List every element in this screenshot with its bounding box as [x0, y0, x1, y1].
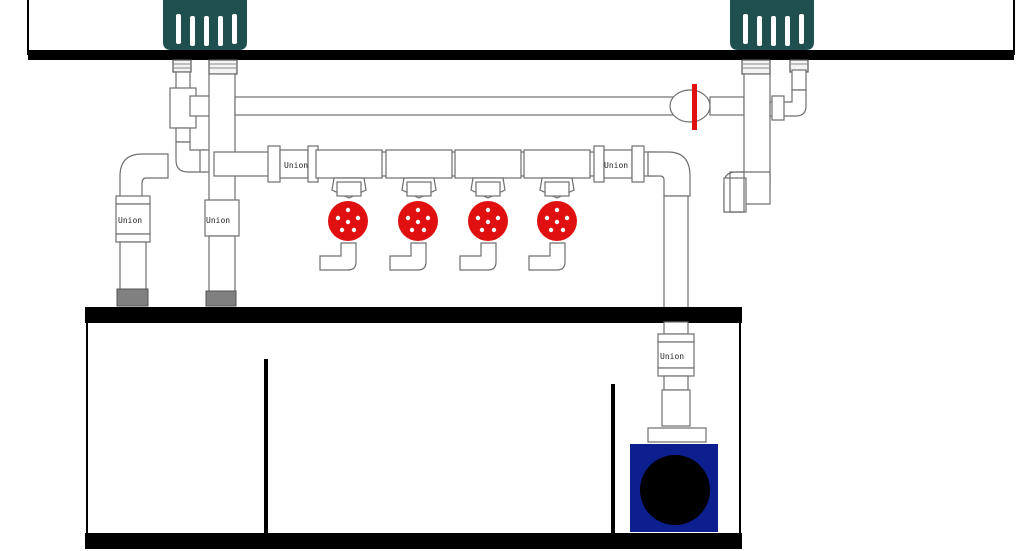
left-return-line — [115, 153, 169, 307]
ball-valves — [328, 201, 577, 241]
right-small-drain — [769, 69, 807, 121]
union-label-left-return: Union — [118, 216, 142, 225]
return-pump — [630, 444, 718, 532]
overflow-box-right — [730, 0, 814, 50]
valve-outlet-elbows — [319, 242, 566, 271]
tee-3 — [454, 149, 522, 199]
sump-baffle-left — [264, 359, 268, 535]
union-left-return: Union — [118, 216, 142, 225]
ball-valve-4[interactable] — [537, 201, 577, 241]
sump-baffle-right — [611, 384, 615, 535]
return-pump-port — [640, 455, 710, 525]
manifold-tees — [315, 149, 591, 199]
ball-valve-1[interactable] — [328, 201, 368, 241]
tee-1 — [315, 149, 383, 199]
union-label-manifold-left: Union — [284, 161, 308, 170]
tee-2 — [385, 149, 453, 199]
union-manifold-left: Union — [284, 161, 308, 170]
sump-top-rim — [85, 307, 742, 323]
bulkhead-cap-left-return — [116, 288, 149, 307]
union-left-main: Union — [206, 216, 230, 225]
display-tank-bottom-edge — [28, 50, 1014, 60]
main-drain-left — [204, 73, 240, 307]
check-valve — [669, 89, 711, 123]
union-label-manifold-right: Union — [604, 161, 628, 170]
ball-valve-3[interactable] — [468, 201, 508, 241]
sump-return-plumbing — [647, 321, 707, 443]
top-horizontal-pipe — [234, 84, 745, 130]
ball-valve-2[interactable] — [398, 201, 438, 241]
union-sump-return: Union — [660, 352, 684, 361]
union-label-sump-return: Union — [660, 352, 684, 361]
main-drain-right — [723, 73, 771, 213]
overflow-box-left — [163, 0, 247, 50]
bulkhead-fittings-top — [172, 59, 809, 75]
check-valve-marker — [692, 84, 697, 130]
sump-bottom-rim — [85, 533, 742, 549]
union-manifold-right: Union — [604, 161, 628, 170]
bulkhead-cap-left-main — [205, 290, 237, 307]
left-small-drain — [169, 71, 215, 173]
tee-4 — [523, 149, 591, 199]
union-label-left-main: Union — [206, 216, 230, 225]
right-return-line — [647, 151, 691, 313]
